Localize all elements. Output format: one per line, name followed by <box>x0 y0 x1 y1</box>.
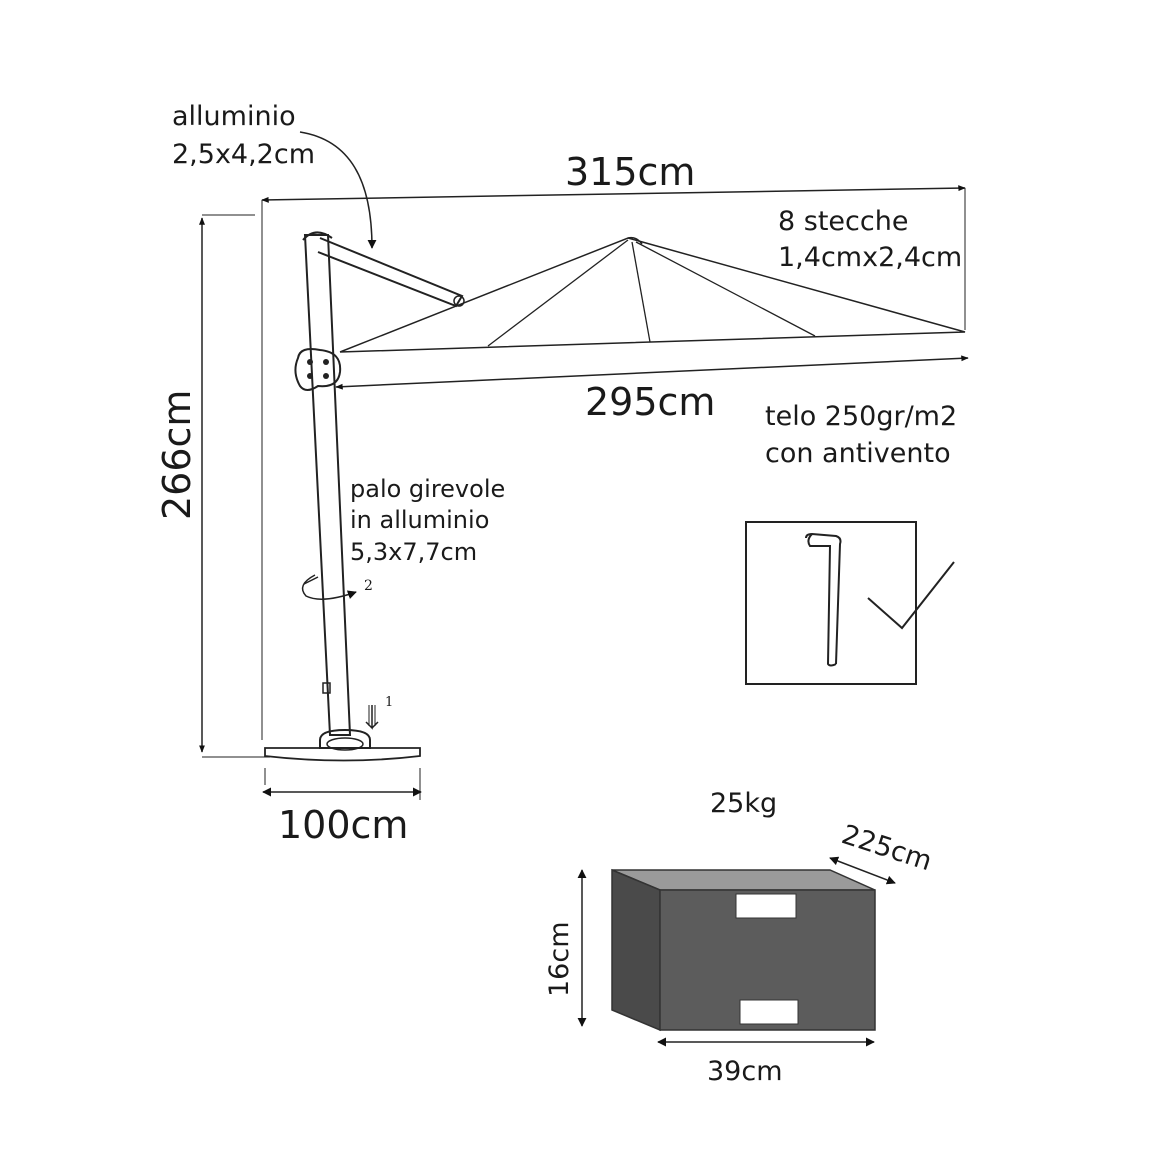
width-canopy-dimension: 295cm <box>335 355 969 424</box>
press-step-label: 1 <box>385 695 393 710</box>
block-width-label: 39cm <box>707 1056 783 1087</box>
width-top-label: 315cm <box>565 150 695 194</box>
arm-annotation: alluminio 2,5x4,2cm <box>172 101 377 249</box>
base-width-label: 100cm <box>278 803 408 847</box>
fabric-label: telo 250gr/m2 <box>765 401 957 432</box>
arm-material-label: alluminio <box>172 101 296 132</box>
block-handle-top <box>735 893 797 919</box>
checkmark-icon <box>867 561 955 630</box>
weight-block: 25kg 225cm 16cm 39cm <box>544 788 936 1087</box>
arm <box>317 237 464 308</box>
hub <box>294 348 342 391</box>
arm-size-label: 2,5x4,2cm <box>172 139 315 170</box>
pole-label-line3: 5,3x7,7cm <box>350 538 477 566</box>
block-height-label: 16cm <box>544 921 575 997</box>
pole-label-line1: palo girevole <box>350 475 505 503</box>
block-depth-label: 225cm <box>838 819 936 877</box>
hex-key-included-box <box>745 521 955 685</box>
base-width-dimension: 100cm <box>262 768 422 847</box>
umbrella-base <box>264 747 421 762</box>
hex-key-icon <box>805 532 842 667</box>
ribs-size-label: 1,4cmx2,4cm <box>778 242 962 273</box>
ribs-count-label: 8 stecche <box>778 206 908 237</box>
pole <box>303 234 352 736</box>
pole-label-line2: in alluminio <box>350 506 489 534</box>
fabric-note-label: con antivento <box>765 438 951 469</box>
width-canopy-label: 295cm <box>585 380 715 424</box>
pole-annotation: palo girevole in alluminio 5,3x7,7cm <box>350 475 505 566</box>
height-label: 266cm <box>155 390 199 520</box>
weight-label: 25kg <box>710 788 777 819</box>
block-handle-bottom <box>739 999 799 1025</box>
height-dimension: 266cm <box>155 214 270 758</box>
canopy <box>339 237 966 353</box>
ribs-annotation: 8 stecche 1,4cmx2,4cm <box>778 206 962 273</box>
fabric-annotation: telo 250gr/m2 con antivento <box>765 401 957 469</box>
umbrella-drawing: 1 2 <box>264 231 966 762</box>
rotate-step-label: 2 <box>364 578 373 594</box>
width-top-dimension: 315cm <box>261 150 966 740</box>
